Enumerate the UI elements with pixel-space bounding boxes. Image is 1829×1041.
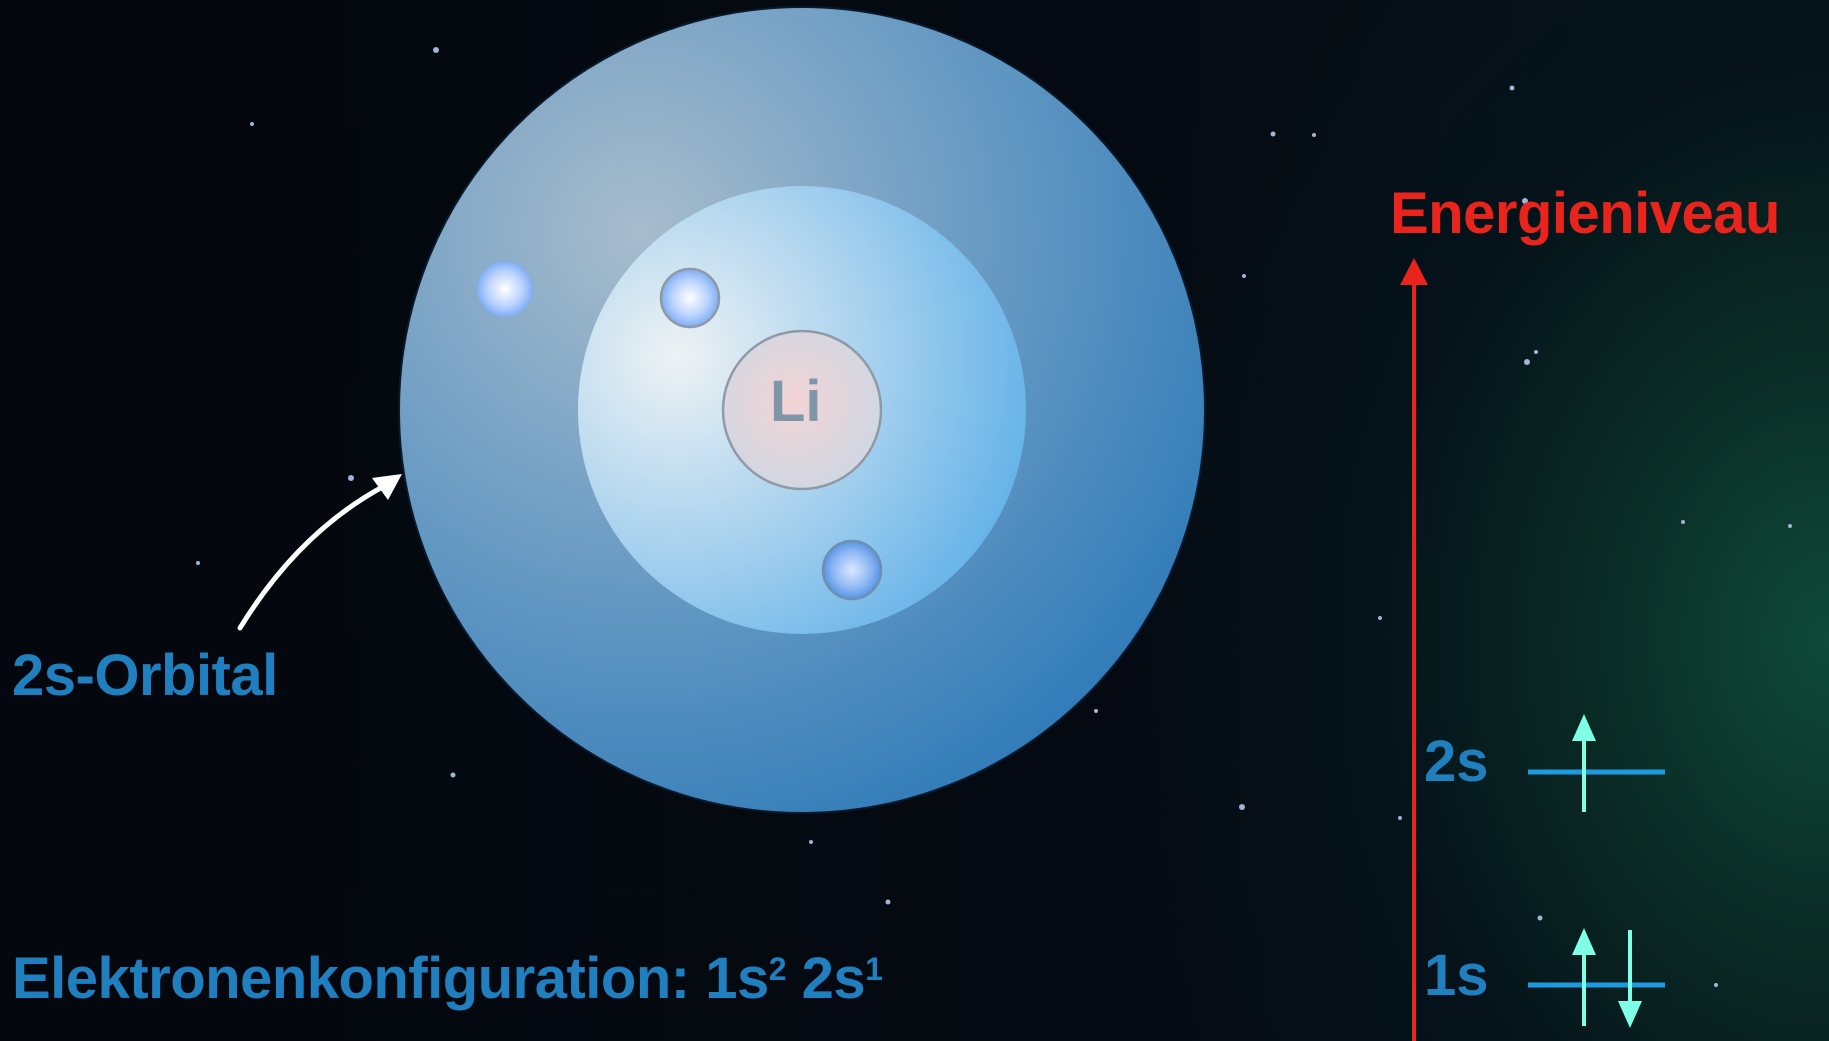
configuration-term-2s: 2s (801, 946, 866, 1011)
spin-up-arrow-2s (1572, 714, 1596, 812)
configuration-prefix: Elektronenkonfiguration: (12, 946, 706, 1011)
star-field (196, 47, 1792, 987)
energy-axis-title: Energieniveau (1390, 181, 1780, 246)
orbital-pointer-arrow (237, 474, 402, 631)
electron-1s-upper (659, 267, 721, 329)
electron-configuration: Elektronenkonfiguration: 1s2 2s1 (12, 945, 883, 1012)
electron-1s-lower (821, 539, 883, 601)
configuration-exponent-2s: 1 (865, 951, 883, 987)
level-label-1s: 1s (1424, 943, 1489, 1008)
configuration-exponent-1s: 2 (768, 951, 787, 987)
nucleus (721, 329, 883, 491)
energy-level-1s (1528, 928, 1665, 1028)
level-label-2s: 2s (1424, 729, 1489, 794)
energy-axis (1400, 258, 1428, 1041)
orbital-label: 2s-Orbital (12, 643, 278, 708)
nucleus-symbol: Li (770, 369, 822, 434)
spin-down-arrow-1s (1618, 930, 1642, 1028)
lithium-atom (398, 6, 1206, 814)
electron-2s (477, 261, 533, 317)
energy-level-2s (1528, 714, 1665, 812)
spin-up-arrow-1s (1572, 928, 1596, 1026)
configuration-term-1s: 1s (705, 946, 769, 1011)
